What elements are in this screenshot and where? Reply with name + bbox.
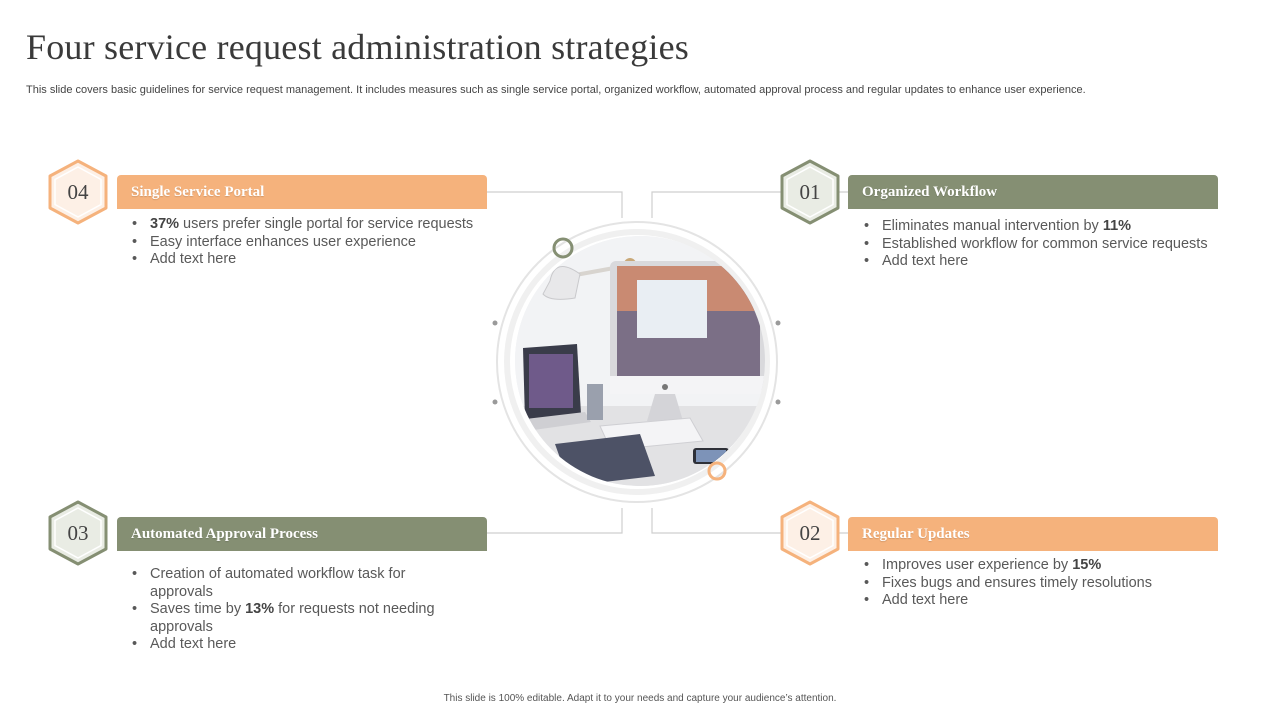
list-item: Add text here — [130, 636, 470, 654]
strategy-heading-bar: Regular Updates — [848, 517, 1218, 551]
hexagon-shape-icon — [48, 500, 108, 566]
strategy-bullet-list: Eliminates manual intervention by 11% Es… — [862, 218, 1232, 271]
hexagon-shape-icon — [780, 500, 840, 566]
strategy-number-hexagon: 04 — [45, 159, 111, 225]
strategy-number-hexagon: 03 — [45, 500, 111, 566]
strategy-heading-bar: Organized Workflow — [848, 175, 1218, 209]
strategy-heading: Regular Updates — [862, 525, 970, 542]
list-item: Add text here — [130, 251, 480, 269]
slide-subtitle: This slide covers basic guidelines for s… — [26, 84, 1086, 96]
strategy-heading: Single Service Portal — [131, 183, 265, 200]
hexagon-shape-icon — [780, 159, 840, 225]
strategy-bullet-list: Creation of automated workflow task for … — [130, 566, 470, 654]
hexagon-shape-icon — [48, 159, 108, 225]
strategy-heading: Automated Approval Process — [131, 525, 318, 542]
strategy-heading-bar: Single Service Portal — [117, 175, 487, 209]
list-item: Established workflow for common service … — [862, 236, 1232, 254]
list-item: Saves time by 13% for requests not needi… — [130, 601, 470, 636]
list-item: Improves user experience by 15% — [862, 557, 1232, 575]
strategy-bullet-list: 37% users prefer single portal for servi… — [130, 216, 480, 269]
strategy-bullet-list: Improves user experience by 15% Fixes bu… — [862, 557, 1232, 610]
list-item: Creation of automated workflow task for … — [130, 566, 470, 601]
list-item: 37% users prefer single portal for servi… — [130, 216, 480, 234]
list-item: Add text here — [862, 253, 1232, 271]
workspace-photo — [515, 236, 765, 486]
list-item: Eliminates manual intervention by 11% — [862, 218, 1232, 236]
strategy-number: 02 — [799, 520, 821, 545]
slide-title: Four service request administration stra… — [26, 27, 690, 67]
strategy-number: 01 — [799, 179, 821, 204]
strategy-number-hexagon: 02 — [777, 500, 843, 566]
strategy-number: 04 — [67, 179, 89, 204]
list-item: Easy interface enhances user experience — [130, 234, 480, 252]
list-item: Fixes bugs and ensures timely resolution… — [862, 575, 1232, 593]
list-item: Add text here — [862, 592, 1232, 610]
strategy-heading: Organized Workflow — [862, 183, 998, 200]
strategy-number: 03 — [67, 520, 89, 545]
strategy-heading-bar: Automated Approval Process — [117, 517, 487, 551]
slide-footer: This slide is 100% editable. Adapt it to… — [443, 693, 837, 704]
strategy-number-hexagon: 01 — [777, 159, 843, 225]
